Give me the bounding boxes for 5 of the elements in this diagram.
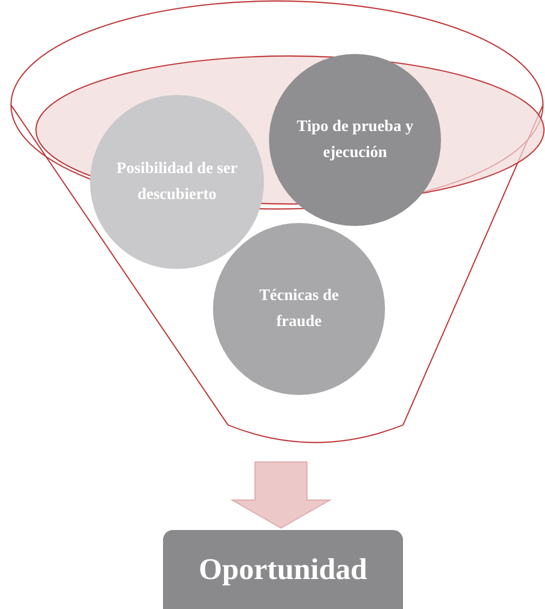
result-label: Oportunidad [198,552,368,588]
block-arrow [230,462,332,529]
result-box [163,530,403,609]
circle-label: Tipo de prueba y ejecución [296,117,414,163]
circle-label: Técnicas de fraude [258,286,340,332]
